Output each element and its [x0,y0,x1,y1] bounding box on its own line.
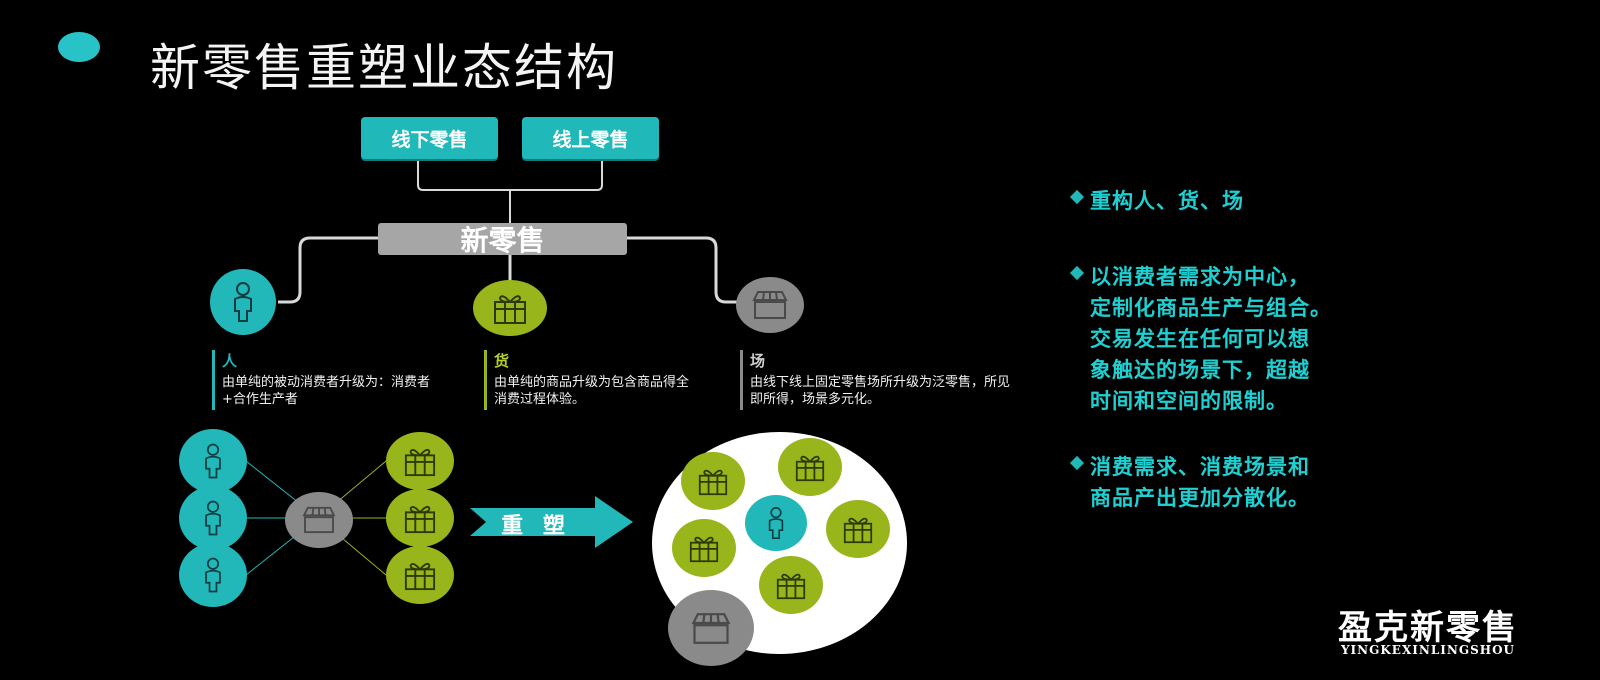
person-node [179,543,247,607]
gift-node [759,556,823,614]
store-node [285,492,353,548]
pillar-body: 由单纯的被动消费者升级为：消费者+合作生产者 [222,375,431,407]
person-circle [210,269,276,335]
gift-icon [404,562,436,591]
store-icon [752,291,788,319]
brand-logo-subtext: YINGKEXINLINGSHOU [1340,643,1516,657]
gift-circle [473,280,547,336]
store-icon [691,612,731,644]
person-node [179,429,247,493]
person-node [179,486,247,550]
gift-node [386,546,454,604]
store-node [668,590,754,666]
gift-icon [795,455,825,482]
bullet-text: 重构人、货、场 [1090,189,1244,213]
pillar-place: 场 由线下线上固定零售场所升级为泛零售，所见即所得，场景多元化。 [740,350,1020,410]
gift-icon [843,517,873,544]
pillar-body: 由单纯的商品升级为包含商品得全消费过程体验。 [494,375,690,407]
person-icon [205,443,221,479]
person-icon [234,282,252,322]
gift-icon [776,573,806,600]
pillar-head: 场 [750,352,766,370]
gift-icon [404,448,436,477]
gift-node [386,432,454,490]
page-title: 新零售重塑业态结构 [150,39,618,97]
title-dot [58,32,100,62]
brand-logo-text: 盈克新零售 [1338,608,1518,648]
bullet-item: 以消费者需求为中心， 定制化商品生产与组合。 交易发生在任何可以想 象触达的场景… [1069,262,1470,417]
bullet-text: 以消费者需求为中心， 定制化商品生产与组合。 交易发生在任何可以想 象触达的场景… [1090,265,1332,413]
pillar-head: 人 [222,352,238,370]
gift-node [778,438,842,496]
bullet-text: 消费需求、消费场景和 商品产出更加分散化。 [1090,455,1310,510]
pillar-person: 人 由单纯的被动消费者升级为：消费者+合作生产者 [212,350,452,410]
bullet-item: 重构人、货、场 [1069,186,1470,217]
gift-icon [494,295,526,324]
person-icon [768,507,784,539]
bullet-item: 消费需求、消费场景和 商品产出更加分散化。 [1069,452,1470,514]
gift-node [672,519,736,577]
pillar-head: 货 [494,352,510,370]
gift-node [826,500,890,558]
pillar-body: 由线下线上固定零售场所升级为泛零售，所见即所得，场景多元化。 [750,375,1011,407]
person-node [745,495,807,551]
offline-retail-box: 线下零售 [361,117,498,159]
reshape-arrow [470,496,633,548]
person-icon [205,557,221,593]
store-icon [302,506,336,534]
store-circle [736,277,804,333]
gift-icon [689,536,719,563]
gift-icon [698,469,728,496]
new-retail-bar: 新零售 [378,223,627,257]
gift-node [386,489,454,547]
gift-node [681,452,745,510]
reshape-label: 重 塑 [501,514,571,539]
person-icon [205,500,221,536]
online-retail-box: 线上零售 [522,117,659,159]
pillar-goods: 货 由单纯的商品升级为包含商品得全消费过程体验。 [484,350,699,410]
gift-icon [404,505,436,534]
